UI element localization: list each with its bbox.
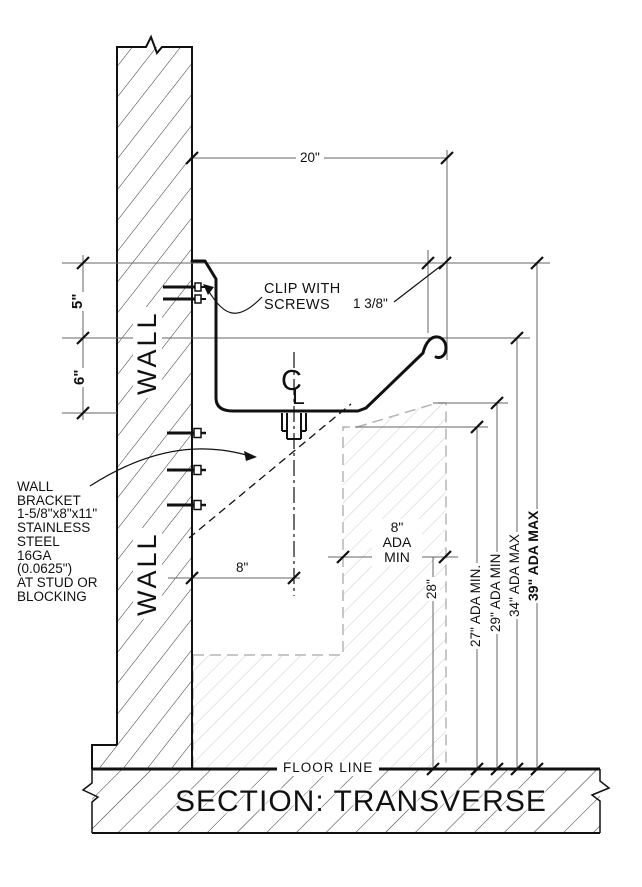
centerline-symbol-c: C bbox=[281, 365, 302, 397]
break-symbol-right bbox=[590, 769, 611, 833]
wall-outline bbox=[91, 34, 193, 769]
wall-label-lower: WALL bbox=[132, 528, 163, 619]
bracket-leader bbox=[89, 448, 251, 487]
dimension-8in-ada-min: 8" ADA MIN bbox=[372, 519, 422, 566]
clip-note: CLIP WITH SCREWS bbox=[264, 281, 341, 313]
ada-clearance-zone bbox=[192, 402, 447, 770]
bracket-leader-arrow bbox=[244, 451, 257, 461]
rim-dim-leader bbox=[393, 264, 443, 303]
drain-outlet bbox=[281, 413, 307, 440]
wall bbox=[91, 34, 193, 769]
dimension-6in: 6" bbox=[71, 367, 89, 387]
dimension-29in-ada-min: 29" ADA MIN bbox=[488, 551, 504, 634]
wall-bracket-note: WALL BRACKET 1-5/8"x8"x11" STAINLESS STE… bbox=[17, 479, 98, 604]
bracket-hidden-line bbox=[188, 403, 352, 539]
dimension-34in-ada-max: 34" ADA MAX bbox=[507, 532, 523, 619]
dimension-5in: 5" bbox=[69, 291, 87, 311]
floor-line-label: FLOOR LINE bbox=[277, 760, 380, 776]
break-symbol-left bbox=[81, 769, 100, 833]
dimension-28in: 28" bbox=[424, 577, 440, 601]
dimension-39in-ada-max: 39" ADA MAX bbox=[525, 508, 542, 603]
leader-lines bbox=[89, 264, 443, 487]
clip-screws bbox=[163, 282, 206, 304]
centerline-symbol-l: L bbox=[292, 383, 305, 409]
dimension-ticks bbox=[76, 151, 544, 776]
floor-slab bbox=[81, 767, 611, 834]
dimension-20in: 20" bbox=[296, 150, 324, 166]
clip-leader-arrow bbox=[203, 284, 214, 295]
dimension-8in: 8" bbox=[236, 560, 249, 575]
clip-leader bbox=[207, 289, 263, 314]
dimension-1-3-8in: 1 3/8" bbox=[351, 296, 390, 312]
wall-label-upper: WALL bbox=[132, 307, 163, 398]
dimension-27in-ada-min: 27" ADA MIN. bbox=[468, 562, 484, 649]
bracket-screws bbox=[167, 427, 206, 511]
sink-profile bbox=[190, 259, 448, 413]
drawing-title: SECTION: TRANSVERSE bbox=[175, 785, 547, 818]
